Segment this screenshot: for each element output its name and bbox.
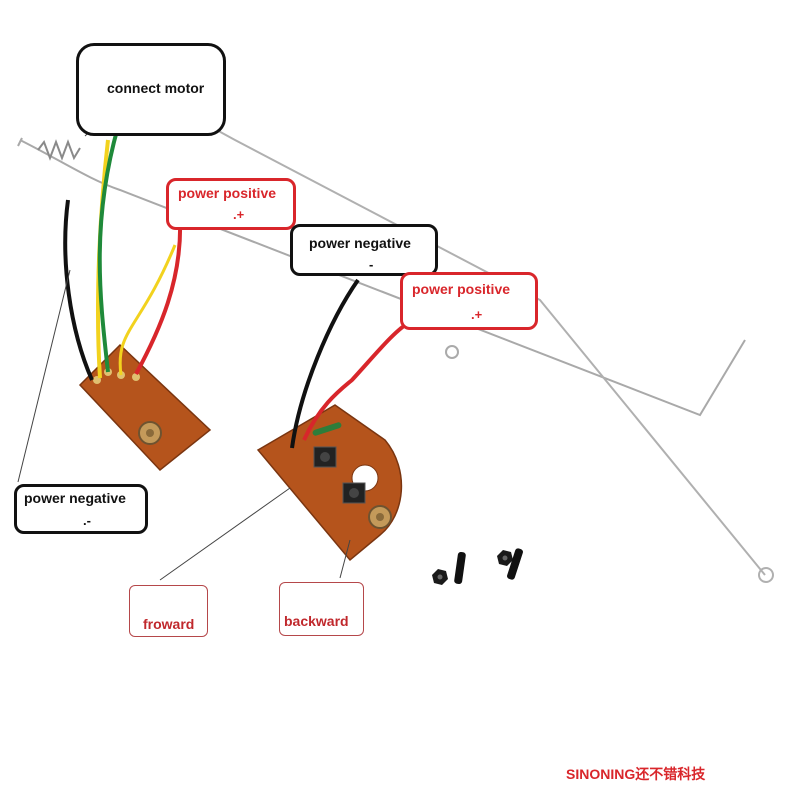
power-positive-left-sign: .+ bbox=[233, 207, 245, 222]
watermark-text: SINONING还不错科技 bbox=[566, 766, 706, 782]
pointer-lines bbox=[17, 121, 351, 581]
power-positive-right-callout: power positive .+ bbox=[400, 272, 538, 330]
transmitter-wires bbox=[290, 278, 459, 449]
power-negative-top-label: power negative bbox=[309, 235, 411, 251]
power-positive-right-sign: .+ bbox=[471, 307, 483, 322]
backward-callout: backward bbox=[279, 582, 364, 636]
connect-motor-label: connect motor bbox=[107, 80, 205, 96]
power-positive-left-callout: power positive .+ bbox=[166, 178, 296, 230]
screws bbox=[432, 548, 523, 585]
spring bbox=[37, 139, 81, 161]
forward-callout: froward bbox=[129, 585, 208, 637]
backward-label: backward bbox=[284, 613, 349, 629]
antenna-wire-left bbox=[17, 137, 746, 417]
power-negative-left-callout: power negative .- bbox=[14, 484, 148, 534]
power-positive-left-label: power positive bbox=[178, 185, 277, 201]
power-negative-left-label: power negative bbox=[24, 490, 126, 506]
power-positive-right-label: power positive bbox=[412, 281, 511, 297]
power-negative-left-sign: .- bbox=[83, 513, 91, 528]
power-negative-top-callout: power negative - bbox=[290, 224, 438, 276]
motor-wires bbox=[63, 119, 183, 381]
power-negative-top-sign: - bbox=[369, 257, 374, 272]
forward-label: froward bbox=[143, 616, 195, 632]
transmitter-board-right bbox=[256, 404, 403, 562]
connect-motor-callout: connect motor bbox=[76, 43, 226, 136]
